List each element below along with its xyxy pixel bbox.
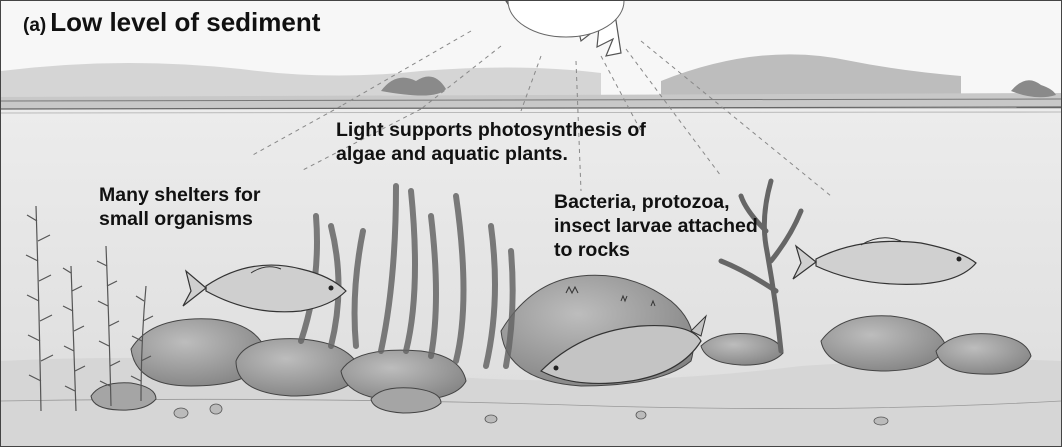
bacteria-label-line-3: to rocks: [554, 239, 854, 263]
light-label: Light supports photosynthesis of algae a…: [336, 119, 776, 167]
bacteria-label-line-2: insect larvae attached: [554, 215, 854, 239]
light-label-line-2: algae and aquatic plants.: [336, 143, 776, 167]
sun-icon: [506, 1, 624, 56]
bacteria-label: Bacteria, protozoa, insect larvae attach…: [554, 191, 854, 262]
shelters-label-line-2: small organisms: [99, 208, 339, 232]
panel-label: (a): [23, 15, 46, 36]
shelters-label-line-1: Many shelters for: [99, 184, 339, 208]
shelters-label: Many shelters for small organisms: [99, 184, 339, 232]
distant-hills: [1, 54, 1061, 109]
title-text: Low level of sediment: [50, 7, 320, 37]
diagram-title: (a)Low level of sediment: [23, 7, 320, 39]
light-label-line-1: Light supports photosynthesis of: [336, 119, 776, 143]
bacteria-label-line-1: Bacteria, protozoa,: [554, 191, 854, 215]
